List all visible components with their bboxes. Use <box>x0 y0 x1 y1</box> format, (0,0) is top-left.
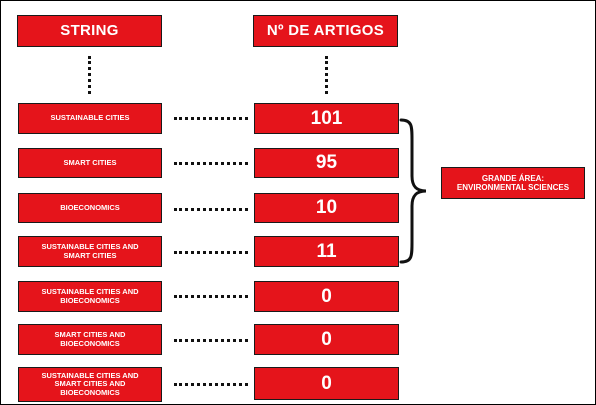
count-box-1: 101 <box>254 103 399 134</box>
string-box-3: BIOECONOMICS <box>18 193 162 223</box>
count-box-4: 11 <box>254 236 399 267</box>
count-box-2: 95 <box>254 148 399 178</box>
string-box-1: SUSTAINABLE CITIES <box>18 103 162 134</box>
row-connector-7 <box>174 383 248 386</box>
row-connector-4 <box>174 251 248 254</box>
vertical-connector-string <box>88 56 91 94</box>
grouping-brace <box>399 118 427 264</box>
string-box-7: SUSTAINABLE CITIES AND SMART CITIES AND … <box>18 367 162 402</box>
header-string: STRING <box>17 15 162 47</box>
string-box-6: SMART CITIES AND BIOECONOMICS <box>18 324 162 355</box>
row-connector-6 <box>174 339 248 342</box>
grande-area-box: GRANDE ÁREA: ENVIRONMENTAL SCIENCES <box>441 167 585 199</box>
count-box-7: 0 <box>254 367 399 400</box>
count-box-6: 0 <box>254 324 399 355</box>
row-connector-1 <box>174 117 248 120</box>
row-connector-3 <box>174 208 248 211</box>
count-box-5: 0 <box>254 281 399 312</box>
string-box-2: SMART CITIES <box>18 148 162 178</box>
row-connector-5 <box>174 295 248 298</box>
string-box-4: SUSTAINABLE CITIES AND SMART CITIES <box>18 236 162 267</box>
string-box-5: SUSTAINABLE CITIES AND BIOECONOMICS <box>18 281 162 312</box>
count-box-3: 10 <box>254 193 399 223</box>
vertical-connector-count <box>325 56 328 94</box>
header-count: Nº DE ARTIGOS <box>253 15 398 47</box>
row-connector-2 <box>174 162 248 165</box>
